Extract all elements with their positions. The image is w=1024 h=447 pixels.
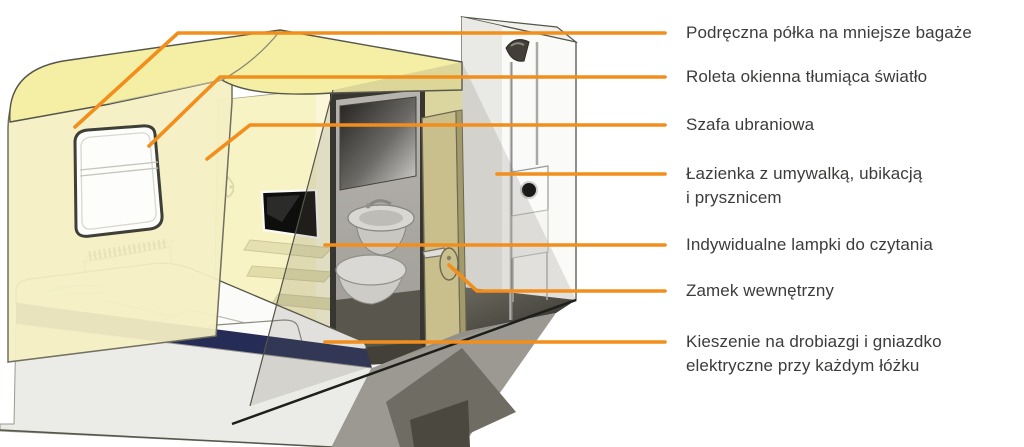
shower-head-highlight xyxy=(510,42,525,47)
label-wardrobe: Szafa ubraniowa xyxy=(686,115,815,134)
front-wall-edge xyxy=(249,89,334,407)
label-bathroom: Łazienka z umywalką, ubikacją i prysznic… xyxy=(686,164,923,207)
toilet xyxy=(335,254,407,305)
label-inner-lock: Zamek wewnętrzny xyxy=(686,281,835,300)
bathroom-mirror xyxy=(339,96,417,191)
tv-glare xyxy=(267,195,300,222)
shelf xyxy=(246,265,335,283)
window-frame xyxy=(73,124,164,238)
label-pockets-socket: Kieszenie na drobiazgi i gniazdko elektr… xyxy=(686,332,942,375)
leader-luggage-shelf xyxy=(73,31,667,129)
door-lock-cylinder xyxy=(446,255,452,261)
bathroom-doorway xyxy=(330,80,432,366)
floor xyxy=(330,313,556,447)
label-reading-lamps: Indywidualne lampki do czytania xyxy=(686,235,933,254)
leader-window-blind xyxy=(147,75,667,148)
window-blind-edge xyxy=(79,161,159,171)
transparent-front-wall xyxy=(231,62,577,426)
leader-inner-lock xyxy=(447,263,667,293)
platform-edge xyxy=(0,429,333,447)
label-window-blind: Roleta okienna tłumiąca światło xyxy=(686,67,928,86)
wall-top-edge xyxy=(109,79,223,104)
window-inner-border xyxy=(80,132,157,230)
front-wall-glass xyxy=(250,62,576,406)
toilet-rim xyxy=(335,254,407,286)
window-blind-edge xyxy=(79,167,159,177)
label-luggage-shelf: Podręczna półka na mniejsze bagaże xyxy=(686,23,972,42)
shower-box-shading xyxy=(462,17,502,331)
front-wall-bottom-edge xyxy=(231,298,577,426)
window xyxy=(73,124,164,238)
wall-bright-strip xyxy=(316,88,332,350)
shelf xyxy=(243,239,334,259)
door-shadow xyxy=(410,400,470,447)
tap-knob xyxy=(365,203,371,209)
leader-wardrobe xyxy=(205,123,667,161)
leader-lines xyxy=(73,31,667,344)
shower-knob xyxy=(520,181,538,199)
washbasin-bowl xyxy=(359,210,403,226)
bathroom-floor xyxy=(336,290,420,354)
reading-lamp-dot xyxy=(229,185,233,189)
bed-skirt xyxy=(0,323,373,447)
